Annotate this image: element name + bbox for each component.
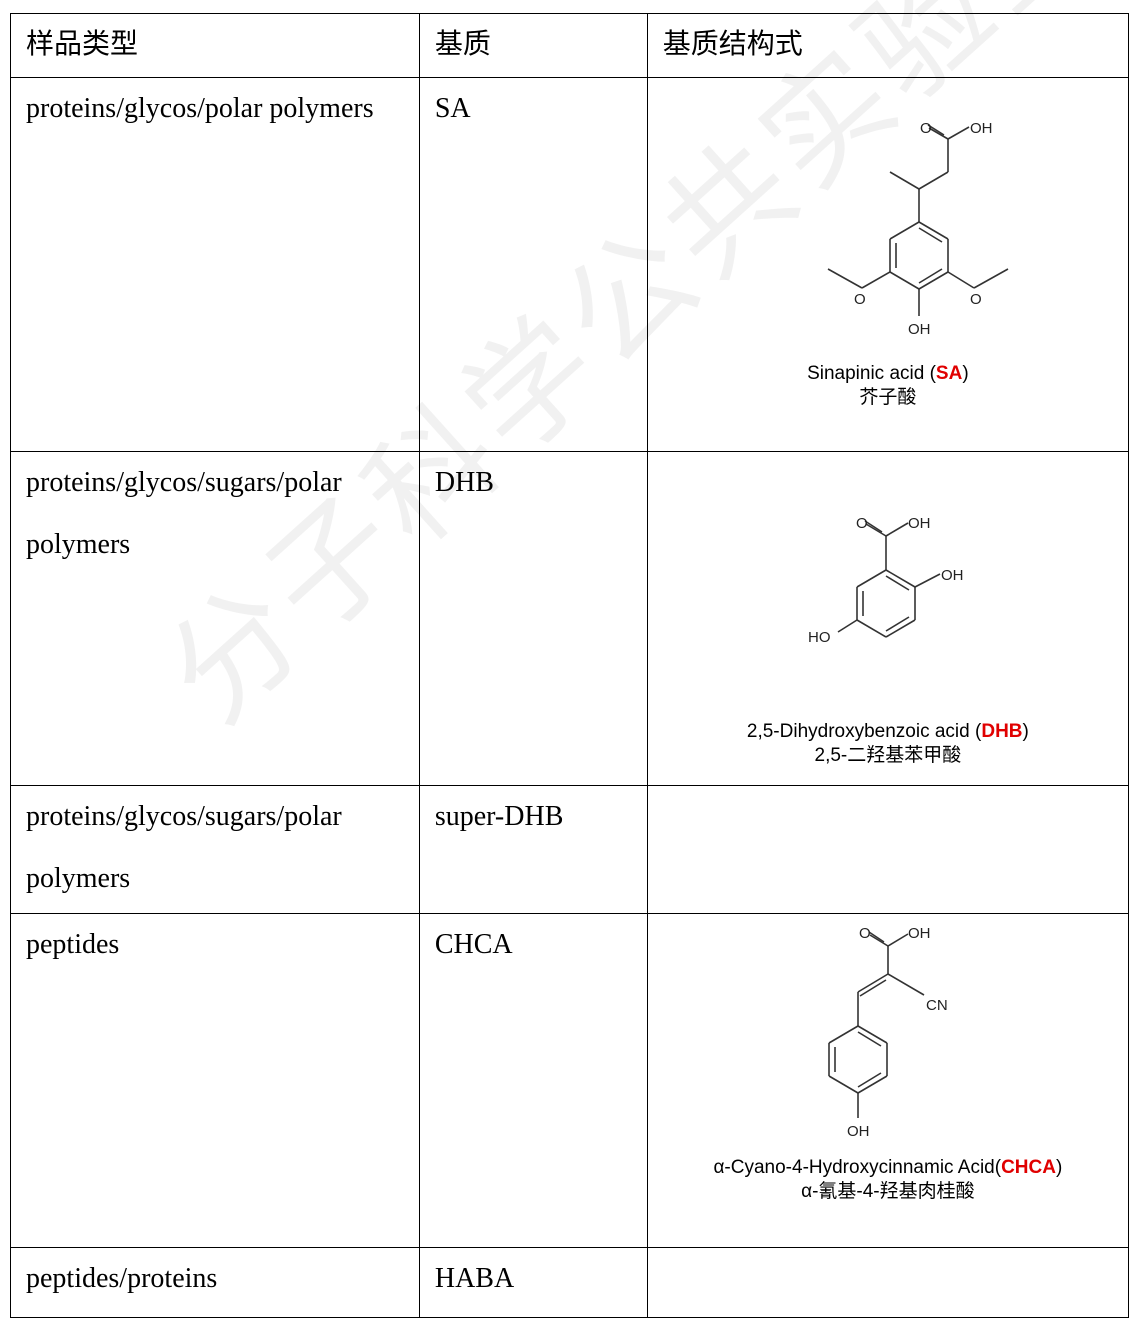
svg-text:OH: OH (908, 515, 931, 532)
caption-chinese: 芥子酸 (859, 387, 917, 408)
svg-text:O: O (859, 925, 871, 942)
caption-name: α-Cyano-4-Hydroxycinnamic Acid( (713, 1157, 1002, 1178)
header-sample-type: 样品类型 (10, 13, 420, 78)
matrix-cell: DHB (418, 451, 648, 786)
caption-paren: ) (1022, 721, 1029, 742)
table-row: proteins/glycos/sugars/polar polymers su… (10, 785, 1129, 914)
caption-chinese: α-氰基-4-羟基肉桂酸 (801, 1181, 975, 1202)
table-row: proteins/glycos/polar polymers SA (10, 77, 1129, 452)
header-structure: 基质结构式 (646, 13, 1129, 78)
sample-type-cell: peptides/proteins (10, 1247, 420, 1318)
header-matrix: 基质 (418, 13, 648, 78)
svg-text:O: O (970, 291, 982, 308)
svg-text:O: O (920, 120, 932, 137)
caption-abbr: DHB (981, 721, 1023, 742)
dhb-structure: O OH OH HO (808, 515, 964, 646)
sample-type-cell: proteins/glycos/sugars/polar polymers (10, 451, 420, 786)
table-row: proteins/glycos/sugars/polar polymers DH… (10, 451, 1129, 786)
matrix-cell: HABA (418, 1247, 648, 1318)
structure-caption: α-Cyano-4-Hydroxycinnamic Acid(CHCA) α-氰… (648, 1156, 1128, 1204)
caption-paren: ) (1055, 1157, 1063, 1178)
header-row: 样品类型 基质 基质结构式 (10, 13, 1129, 78)
caption-name: Sinapinic acid ( (807, 363, 936, 384)
caption-chinese: 2,5-二羟基苯甲酸 (814, 745, 962, 766)
structure-cell: O OH OH HO 2,5-Dihydroxybenzoic acid (DH… (646, 451, 1129, 786)
svg-text:OH: OH (941, 567, 964, 584)
structure-cell: O OH CN OH α-Cyano-4-Hydroxycinnamic Aci… (646, 913, 1129, 1248)
structure-cell: O OH O O OH Sinapinic acid (SA) 芥子酸 (646, 77, 1129, 452)
caption-name: 2,5-Dihydroxybenzoic acid ( (746, 721, 982, 742)
sinapinic-acid-structure: O OH O O OH (827, 120, 1009, 338)
structure-caption: Sinapinic acid (SA) 芥子酸 (648, 362, 1128, 410)
caption-paren: ) (962, 363, 969, 384)
table-row: peptides/proteins HABA (10, 1247, 1129, 1318)
svg-text:O: O (854, 291, 866, 308)
matrix-table: 样品类型 基质 基质结构式 proteins/glycos/polar poly… (10, 13, 1129, 1318)
svg-text:HO: HO (808, 629, 831, 646)
caption-abbr: SA (935, 363, 963, 384)
svg-text:OH: OH (908, 925, 931, 942)
svg-text:OH: OH (847, 1123, 870, 1140)
caption-abbr: CHCA (1001, 1157, 1056, 1178)
matrix-cell: SA (418, 77, 648, 452)
svg-text:O: O (856, 515, 868, 532)
table-row: peptides CHCA (10, 913, 1129, 1248)
structure-caption: 2,5-Dihydroxybenzoic acid (DHB) 2,5-二羟基苯… (648, 720, 1128, 768)
sample-type-cell: peptides (10, 913, 420, 1248)
svg-text:OH: OH (908, 321, 931, 338)
svg-text:CN: CN (926, 997, 948, 1014)
chca-structure: O OH CN OH (828, 925, 948, 1140)
sample-type-cell: proteins/glycos/polar polymers (10, 77, 420, 452)
structure-cell (646, 785, 1129, 914)
svg-text:OH: OH (970, 120, 993, 137)
structure-cell (646, 1247, 1129, 1318)
sample-type-cell: proteins/glycos/sugars/polar polymers (10, 785, 420, 914)
matrix-cell: super-DHB (418, 785, 648, 914)
matrix-cell: CHCA (418, 913, 648, 1248)
